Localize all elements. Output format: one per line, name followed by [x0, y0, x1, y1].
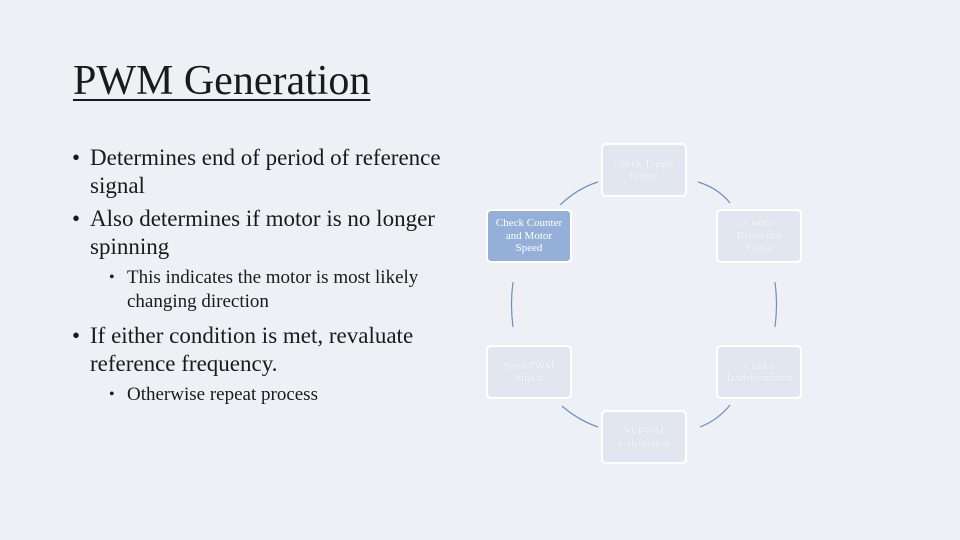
bullet-text: Determines end of period of reference si…	[90, 145, 441, 198]
bullet-text: Also determines if motor is no longer sp…	[90, 206, 435, 259]
bullet-text: Otherwise repeat process	[127, 384, 318, 405]
bullet-marker: •	[72, 206, 81, 231]
bullet-list: • Determines end of period of reference …	[72, 144, 472, 415]
connector-arc	[697, 181, 731, 204]
cycle-node-clarke-transformation: Clarke Transformation	[716, 345, 802, 399]
sub-bullet-item: • This indicates the motor is most likel…	[72, 266, 472, 314]
connector-arc	[774, 281, 778, 328]
cycle-node-svpwm-calculation: SVPWM Calculation	[601, 410, 687, 464]
bullet-text: This indicates the motor is most likely …	[127, 267, 419, 312]
slide-title: PWM Generation	[73, 58, 371, 104]
cycle-node-check-counter-motor-speed: Check Counter and Motor Speed	[486, 209, 572, 263]
bullet-item: • If either condition is met, revaluate …	[72, 322, 472, 378]
cycle-node-check-toggle-button: Check Toggle Button	[601, 143, 687, 197]
bullet-marker: •	[109, 386, 115, 403]
bullet-item: • Determines end of period of reference …	[72, 144, 472, 200]
sub-bullet-item: • Otherwise repeat process	[72, 383, 472, 407]
cycle-node-send-pwm-signal: Send PWM Signal	[486, 345, 572, 399]
bullet-item: • Also determines if motor is no longer …	[72, 205, 472, 261]
bullet-marker: •	[109, 269, 115, 286]
connector-arc	[510, 281, 514, 328]
cycle-node-create-reference-signal: Create Reference Signal	[716, 209, 802, 263]
bullet-marker: •	[72, 323, 81, 348]
bullet-text: If either condition is met, revaluate re…	[90, 323, 414, 376]
connector-arc	[561, 405, 599, 428]
connector-arc	[559, 181, 599, 206]
bullet-marker: •	[72, 145, 81, 170]
connector-arc	[699, 404, 731, 428]
